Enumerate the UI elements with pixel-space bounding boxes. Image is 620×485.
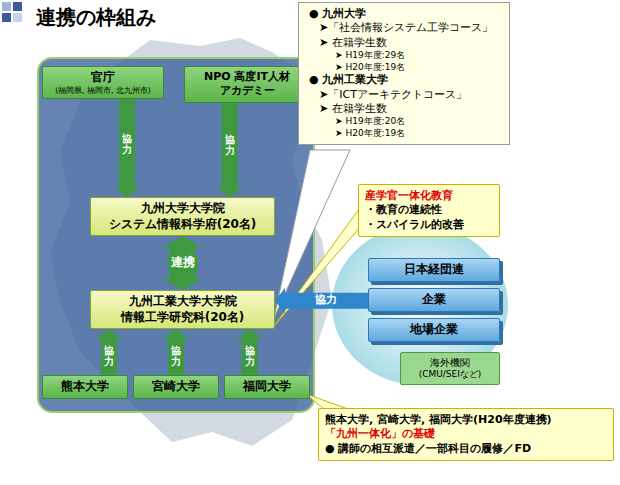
connector-arrow bbox=[114, 99, 140, 197]
arrow-shaft bbox=[119, 99, 135, 188]
org-box: 海外機関(CMU/SEIなど) bbox=[400, 352, 500, 385]
arrow-head bbox=[237, 329, 263, 338]
connector-label: 協力 bbox=[104, 345, 114, 367]
node-text: 「九州一体化」の基礎 bbox=[325, 427, 607, 441]
connector-arrow bbox=[163, 236, 203, 290]
connector-label: 協力 bbox=[312, 294, 340, 307]
arrow-head bbox=[163, 329, 189, 338]
node-text: 産学官一体化教育 bbox=[365, 189, 493, 203]
callout-box: 熊本大学, 宮崎大学, 福岡大学(H20年度連携)「九州一体化」の基礎● 講師の… bbox=[318, 408, 614, 461]
node-text: (福岡県, 福岡市, 北九州市) bbox=[47, 86, 159, 96]
university-box: 九州大学大学院システム情報科学府(20名) bbox=[90, 197, 275, 236]
connector-arrow bbox=[217, 103, 243, 197]
note-box: ● 九州大学➤「社会情報システム工学コース」➤ 在籍学生数➤ H19年度:29名… bbox=[298, 2, 510, 145]
node-text: NPO 高度IT人材 bbox=[189, 70, 305, 84]
connector-label: 協力 bbox=[171, 345, 181, 367]
node-text: ● 講師の相互派遣／一部科目の履修／FD bbox=[325, 442, 607, 456]
connector-label: 協力 bbox=[122, 133, 132, 155]
connector-arrow bbox=[96, 329, 122, 375]
node-text: ➤ H19年度:29名 bbox=[305, 50, 503, 62]
connector-label: 連携 bbox=[168, 256, 198, 270]
npo-box: NPO 高度IT人材アカデミー bbox=[184, 66, 310, 103]
arrow-shaft bbox=[242, 337, 258, 375]
node-text: システム情報科学府(20名) bbox=[95, 217, 270, 233]
node-text: 九州工業大学大学院 bbox=[95, 294, 270, 310]
node-text: 情報工学研究科(20名) bbox=[95, 310, 270, 326]
arrow-head bbox=[96, 329, 122, 338]
node-text: ● 九州大学 bbox=[305, 7, 503, 21]
org-box: 日本経団連 bbox=[368, 258, 500, 282]
arrow-shaft bbox=[222, 103, 238, 188]
node-text: ➤ 在籍学生数 bbox=[305, 36, 503, 50]
node-text: ➤「ICTアーキテクトコース」 bbox=[305, 88, 503, 102]
university-box: 宮崎大学 bbox=[133, 375, 219, 399]
node-text: ● 九州工業大学 bbox=[305, 73, 503, 87]
connector-label: 協力 bbox=[245, 345, 255, 367]
region-panel bbox=[38, 58, 314, 412]
university-box: 福岡大学 bbox=[224, 375, 310, 399]
arrow-head bbox=[114, 187, 140, 197]
title-icon bbox=[2, 2, 22, 22]
node-text: (CMU/SEIなど) bbox=[405, 369, 495, 381]
node-text: 官庁 bbox=[47, 70, 159, 86]
node-text: ・スパイラル的改善 bbox=[365, 218, 493, 232]
callout-box: 産学官一体化教育・教育の連続性・スパイラル的改善 bbox=[358, 184, 500, 237]
connector-label: 協力 bbox=[225, 134, 235, 156]
arrow-head bbox=[163, 279, 203, 290]
node-text: アカデミー bbox=[189, 84, 305, 98]
node-text: 海外機関 bbox=[405, 356, 495, 369]
arrow-head bbox=[163, 236, 203, 247]
node-text: 宮崎大学 bbox=[138, 379, 214, 395]
node-text: 熊本大学 bbox=[47, 379, 123, 395]
university-box: 九州工業大学大学院情報工学研究科(20名) bbox=[90, 290, 275, 329]
node-text: 九州大学大学院 bbox=[95, 201, 270, 217]
arrow-head bbox=[275, 288, 285, 314]
node-text: ➤ H20年度:19名 bbox=[305, 62, 503, 74]
connector-arrow bbox=[275, 288, 368, 314]
node-text: 熊本大学, 宮崎大学, 福岡大学(H20年度連携) bbox=[325, 413, 607, 427]
node-text: ・教育の連続性 bbox=[365, 203, 493, 217]
node-text: ➤ H19年度:20名 bbox=[305, 116, 503, 128]
arrow-shaft bbox=[284, 293, 368, 309]
connector-arrow bbox=[163, 329, 189, 375]
slide-title: 連携の枠組み bbox=[36, 4, 156, 31]
university-box: 熊本大学 bbox=[42, 375, 128, 399]
arrow-shaft bbox=[101, 337, 117, 375]
arrow-shaft bbox=[168, 337, 184, 375]
node-text: 地場企業 bbox=[373, 322, 495, 338]
office-box: 官庁(福岡県, 福岡市, 北九州市) bbox=[42, 66, 164, 99]
node-text: ➤ H20年度:19名 bbox=[305, 128, 503, 140]
node-text: ➤「社会情報システム工学コース」 bbox=[305, 21, 503, 35]
connector-arrow bbox=[237, 329, 263, 375]
arrow-head bbox=[217, 187, 243, 197]
node-text: 企業 bbox=[373, 292, 495, 308]
node-text: 日本経団連 bbox=[373, 262, 495, 278]
node-text: ➤ 在籍学生数 bbox=[305, 102, 503, 116]
org-box: 地場企業 bbox=[368, 318, 500, 342]
node-text: 福岡大学 bbox=[229, 379, 305, 395]
org-box: 企業 bbox=[368, 288, 500, 312]
